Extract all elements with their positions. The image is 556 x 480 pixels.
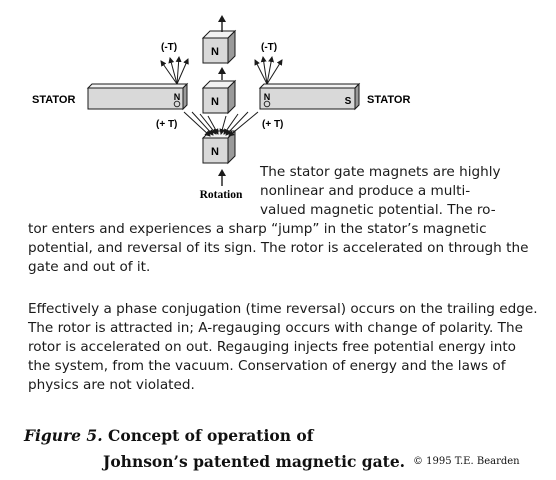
rotor-bottom-pole: N — [211, 146, 219, 158]
description-paragraph-1-intro: The stator gate magnets are highly nonli… — [260, 163, 540, 220]
magnetic-gate-diagram: N N S N N N — [32, 15, 410, 200]
rotor-magnet-top: N — [201, 29, 237, 65]
stator-right-label: STATOR — [367, 94, 410, 106]
pole-marker-icon — [263, 100, 271, 108]
label-plus-t-right: (+ T) — [262, 119, 283, 130]
para1-line-2: nonlinear and produce a multi- — [260, 183, 471, 199]
stator-right-pole-n: N — [264, 92, 271, 102]
stator-right-pole-s: S — [345, 96, 352, 107]
figure-caption-line-1: Figure 5. Concept of operation of — [24, 426, 313, 445]
label-minus-t-right: (-T) — [261, 42, 277, 53]
rotation-arrow-icon — [218, 15, 226, 186]
stator-left-pole: N — [174, 92, 181, 102]
field-lines-upper-right — [254, 56, 283, 85]
para1-line-1: The stator gate magnets are highly — [260, 164, 501, 180]
stator-left-label: STATOR — [32, 94, 75, 106]
rotor-center-pole: N — [211, 96, 219, 108]
description-paragraph-2: Effectively a phase conjugation (time re… — [28, 301, 538, 393]
rotor-top-pole: N — [211, 46, 219, 58]
field-lines-lower — [183, 111, 259, 137]
label-plus-t-left: (+ T) — [156, 119, 177, 130]
para1-line-3: valued magnetic potential. The ro- — [260, 202, 496, 218]
copyright-notice: © 1995 T.E. Bearden — [413, 456, 520, 467]
pole-marker-icon — [173, 100, 181, 108]
rotation-label: Rotation — [200, 189, 243, 200]
description-paragraph-1-rest: tor enters and experiences a sharp “jump… — [28, 221, 529, 275]
caption-title-line-1: Concept of operation of — [108, 426, 314, 445]
stator-left-bar: N — [86, 82, 189, 111]
rotor-magnet-bottom: N — [201, 129, 237, 165]
field-lines-upper-left — [160, 56, 189, 85]
figure-label: Figure 5. — [24, 426, 103, 445]
label-minus-t-left: (-T) — [161, 42, 177, 53]
caption-title-line-2: Johnson’s patented magnetic gate. — [103, 452, 406, 471]
rotor-magnet-center: N — [201, 79, 237, 115]
stator-right-bar: N S — [258, 82, 361, 111]
